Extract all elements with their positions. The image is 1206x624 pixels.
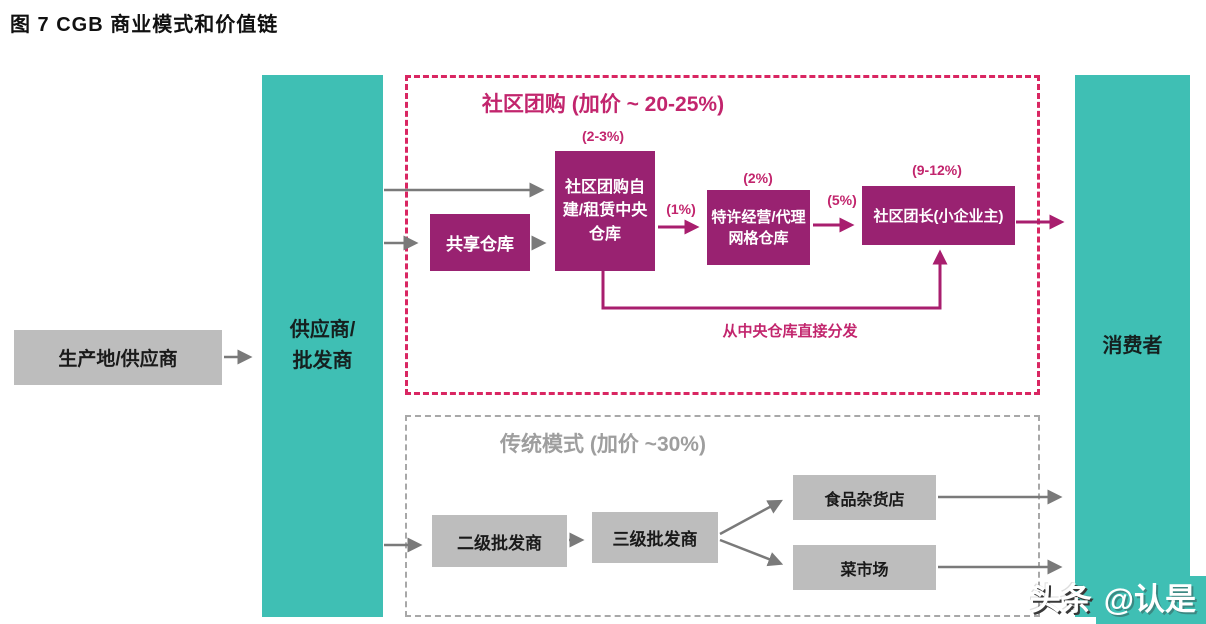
producer-supplier-box: 生产地/供应商 <box>14 330 222 385</box>
central-warehouse-box: 社区团购自建/租赁中央仓库 <box>555 151 655 271</box>
figure-title: 图 7 CGB 商业模式和价值链 <box>10 14 279 36</box>
grid-warehouse-box: 特许经营/代理网格仓库 <box>707 190 810 265</box>
secondary-wholesaler-box: 二级批发商 <box>432 515 567 567</box>
traditional-section-panel <box>405 415 1040 617</box>
watermark-prefix: 头条 <box>1029 582 1092 617</box>
grid-warehouse-markup-label: (2%) <box>743 170 773 186</box>
central-warehouse-markup-label: (2-3%) <box>581 128 625 144</box>
leader-markup-label: (9-12%) <box>912 162 962 178</box>
grocery-store-box: 食品杂货店 <box>793 475 936 520</box>
tertiary-wholesaler-box: 三级批发商 <box>592 512 718 563</box>
community-leader-box: 社区团长(小企业主) <box>862 186 1015 245</box>
pct-to-leader-label: (5%) <box>827 192 857 208</box>
watermark-handle: @认是 <box>1095 576 1206 624</box>
traditional-section-title: 传统模式 (加价 ~30%) <box>500 433 706 456</box>
direct-distribution-note: 从中央仓库直接分发 <box>722 323 858 340</box>
cgb-section-title: 社区团购 (加价 ~ 20-25%) <box>481 93 725 116</box>
wet-market-box: 菜市场 <box>793 545 936 590</box>
cgb-section-panel <box>405 75 1040 395</box>
consumer-bar: 消费者 <box>1075 75 1190 617</box>
supplier-wholesaler-bar: 供应商/ 批发商 <box>262 75 383 617</box>
watermark: 头条 @认是 <box>1030 576 1206 624</box>
shared-warehouse-box: 共享仓库 <box>430 214 530 271</box>
pct-to-grid-label: (1%) <box>666 201 696 217</box>
